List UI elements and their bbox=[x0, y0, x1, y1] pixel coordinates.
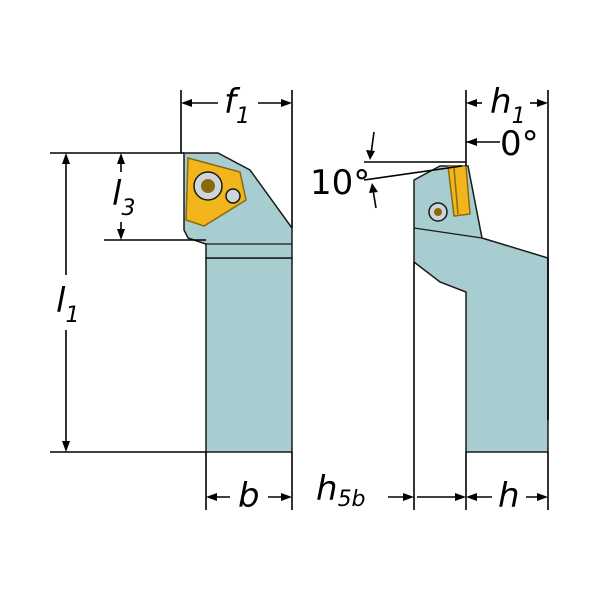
angle-arrow-bottom-shaft bbox=[372, 189, 377, 209]
label-l1: l1 bbox=[56, 281, 79, 328]
insert-screw-head bbox=[201, 179, 215, 193]
b-arrow-right bbox=[281, 493, 292, 501]
h-arrow-left bbox=[466, 493, 477, 501]
label-b: b bbox=[238, 476, 260, 516]
h5b-span-arrow bbox=[455, 493, 466, 501]
angle-arrow-top-shaft bbox=[370, 131, 375, 155]
label-h: h bbox=[498, 476, 520, 516]
h5b-arrow bbox=[403, 493, 414, 501]
h-arrow-right bbox=[537, 493, 548, 501]
angle-incline-line bbox=[363, 165, 463, 181]
f1-arrow-right bbox=[281, 99, 292, 107]
clamp-pin bbox=[225, 188, 241, 204]
side-edge-line bbox=[413, 227, 483, 239]
angle-arrow-bottom bbox=[369, 183, 378, 193]
label-angle-0: 0° bbox=[500, 124, 539, 164]
insert-side-screw-head bbox=[434, 208, 442, 216]
l1-arrow-top bbox=[62, 153, 70, 164]
shank-top-view bbox=[205, 257, 293, 453]
threading-insert bbox=[185, 157, 247, 227]
angle-arrow-top bbox=[366, 150, 375, 160]
l3-arrow-bottom bbox=[117, 229, 125, 240]
top-view bbox=[50, 90, 293, 510]
b-arrow-left bbox=[206, 493, 217, 501]
insert-side-edge bbox=[453, 167, 459, 215]
l3-arrow-top bbox=[117, 153, 125, 164]
label-h5b: h5b bbox=[316, 469, 366, 512]
dimension-labels: f1 h1 l1 l3 b h h5b 10° 0° bbox=[56, 82, 539, 516]
f1-arrow-left bbox=[181, 99, 192, 107]
label-angle-10: 10° bbox=[310, 163, 370, 203]
side-view bbox=[363, 90, 549, 510]
l1-arrow-bottom bbox=[62, 441, 70, 452]
label-h1: h1 bbox=[490, 82, 526, 129]
h1-arrow-left bbox=[466, 99, 477, 107]
h1-arrow-right bbox=[537, 99, 548, 107]
zero-angle-arrow bbox=[466, 138, 477, 146]
label-f1: f1 bbox=[224, 82, 250, 129]
label-l3: l3 bbox=[112, 174, 135, 221]
